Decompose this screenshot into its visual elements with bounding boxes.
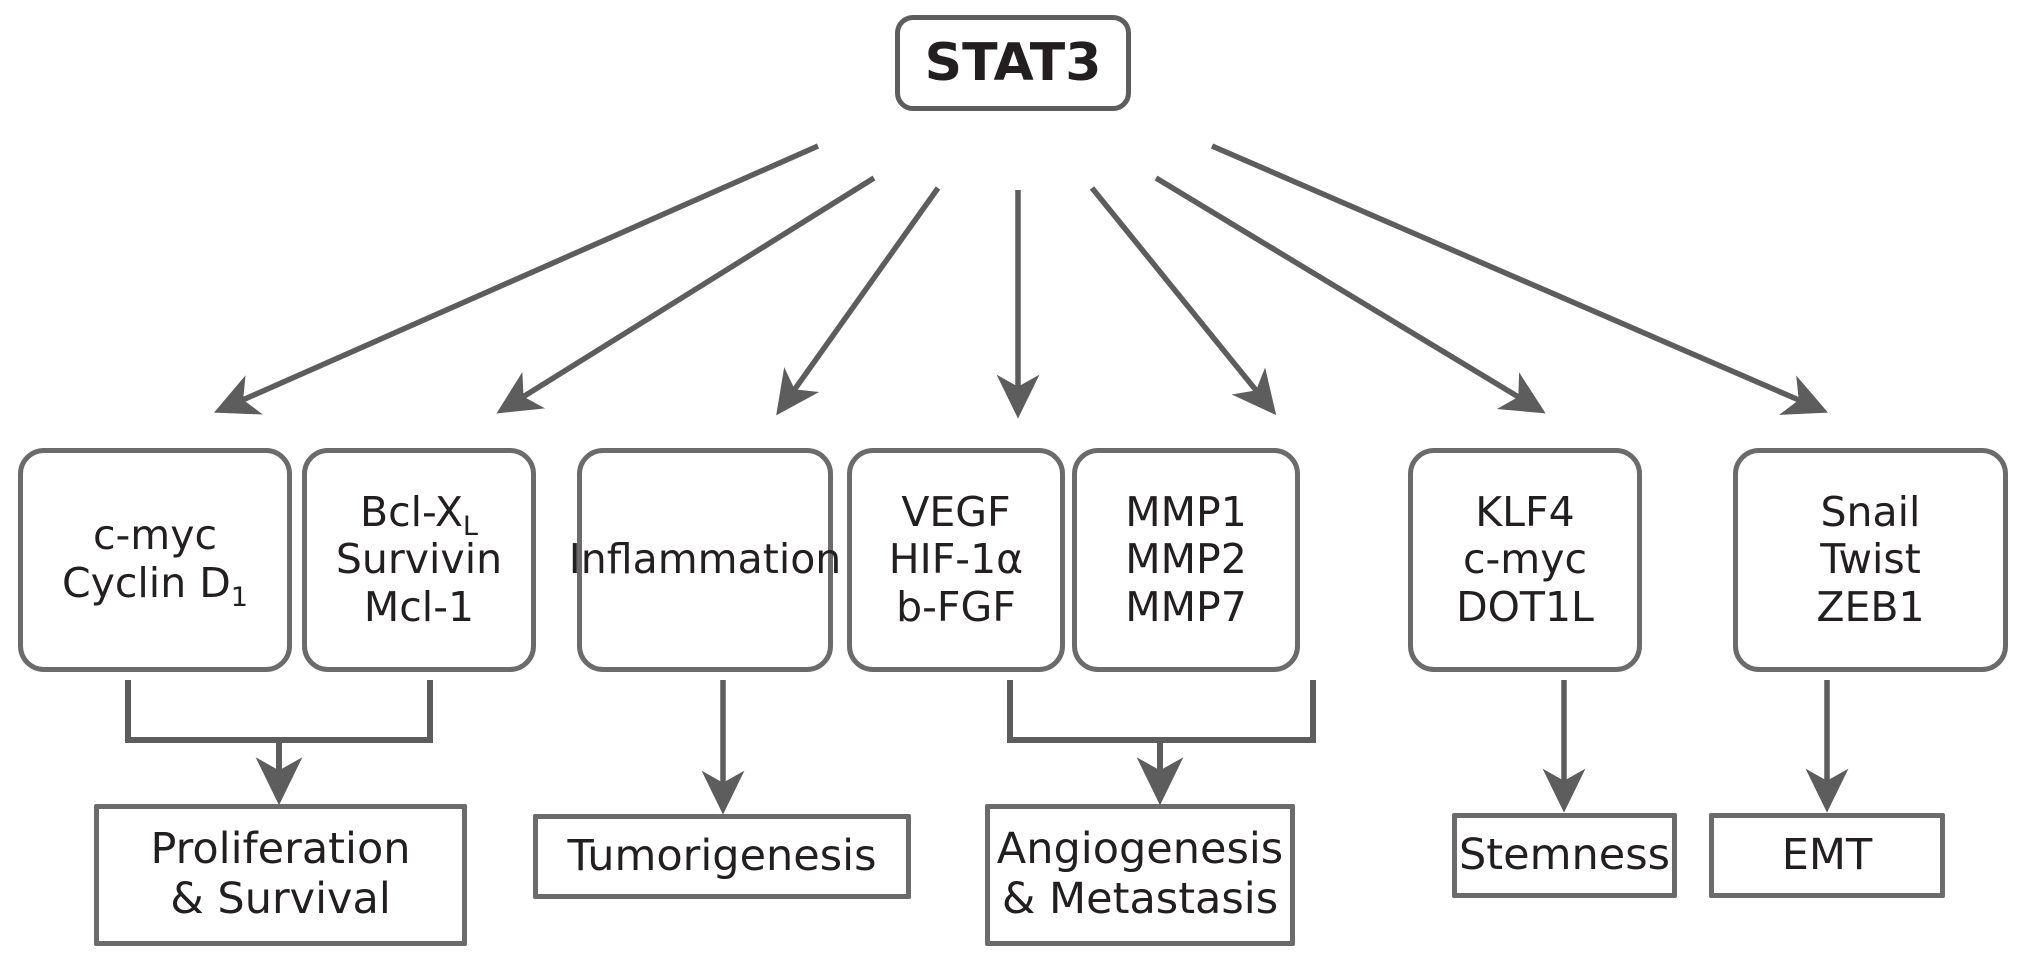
node-text-line: Mcl-1: [363, 582, 475, 631]
node-stat3-label: STAT3: [924, 32, 1102, 93]
arrow-stat3-to-t6: [1154, 175, 1546, 414]
node-text-line: EMT: [1781, 829, 1873, 880]
node-o3[interactable]: Angiogenesis& Metastasis: [985, 804, 1295, 946]
node-o5-label: EMT: [1781, 829, 1873, 881]
node-text-line: MMP1: [1125, 487, 1247, 536]
subscript: 1: [230, 582, 249, 614]
node-text-line: MMP2: [1125, 535, 1247, 584]
node-stat3[interactable]: STAT3: [895, 15, 1131, 111]
node-text-line: Cyclin D1: [61, 559, 249, 614]
node-text-line: Proliferation: [150, 824, 411, 875]
node-o1[interactable]: Proliferation& Survival: [94, 804, 467, 946]
node-text-line: MMP7: [1125, 582, 1247, 631]
node-o4[interactable]: Stemness: [1452, 813, 1677, 898]
arrow-stat3-to-t7: [1210, 143, 1829, 415]
node-text-line: HIF-1α: [888, 535, 1024, 584]
node-t3[interactable]: Inflammation: [569, 448, 841, 672]
node-o2[interactable]: Tumorigenesis: [533, 814, 911, 899]
node-text-line: c-myc: [92, 511, 218, 560]
arrow-stat3-to-t1: [213, 143, 820, 415]
node-text-line: Survivin: [335, 535, 503, 584]
stat3-fan-arrows: [213, 143, 1829, 419]
node-t3-label: Inflammation: [569, 536, 842, 584]
node-text-line: c-myc: [1462, 535, 1588, 584]
node-text-line: Tumorigenesis: [567, 830, 877, 881]
arrow-stat3-to-t2: [496, 175, 876, 414]
bracket-connectors: [125, 680, 1316, 806]
node-o3-label: Angiogenesis& Metastasis: [996, 824, 1284, 925]
node-text-line: KLF4: [1475, 487, 1575, 536]
subscript: L: [462, 510, 478, 542]
node-text-line: Angiogenesis: [996, 824, 1284, 875]
arrow-stat3-to-t5: [1089, 186, 1277, 416]
node-text-line: & Survival: [170, 874, 391, 924]
node-o5[interactable]: EMT: [1709, 813, 1945, 898]
node-text-line: Snail: [1820, 487, 1921, 536]
node-text-line: Twist: [1820, 535, 1921, 584]
node-text-line: b-FGF: [896, 582, 1016, 631]
node-text-line: Stemness: [1458, 829, 1670, 880]
node-text-line: & Metastasis: [1001, 874, 1279, 924]
node-text-line: Inflammation: [568, 535, 842, 584]
straight-connectors: [701, 680, 1849, 815]
node-o4-label: Stemness: [1458, 829, 1670, 881]
node-text-line: Bcl-XL: [360, 487, 478, 542]
arrow-stat3-to-t3: [776, 186, 941, 416]
node-text-line: DOT1L: [1456, 582, 1594, 631]
node-o1-label: Proliferation& Survival: [150, 824, 411, 925]
node-o2-label: Tumorigenesis: [567, 830, 877, 882]
node-text-line: VEGF: [901, 487, 1011, 536]
node-text-line: ZEB1: [1816, 582, 1925, 631]
